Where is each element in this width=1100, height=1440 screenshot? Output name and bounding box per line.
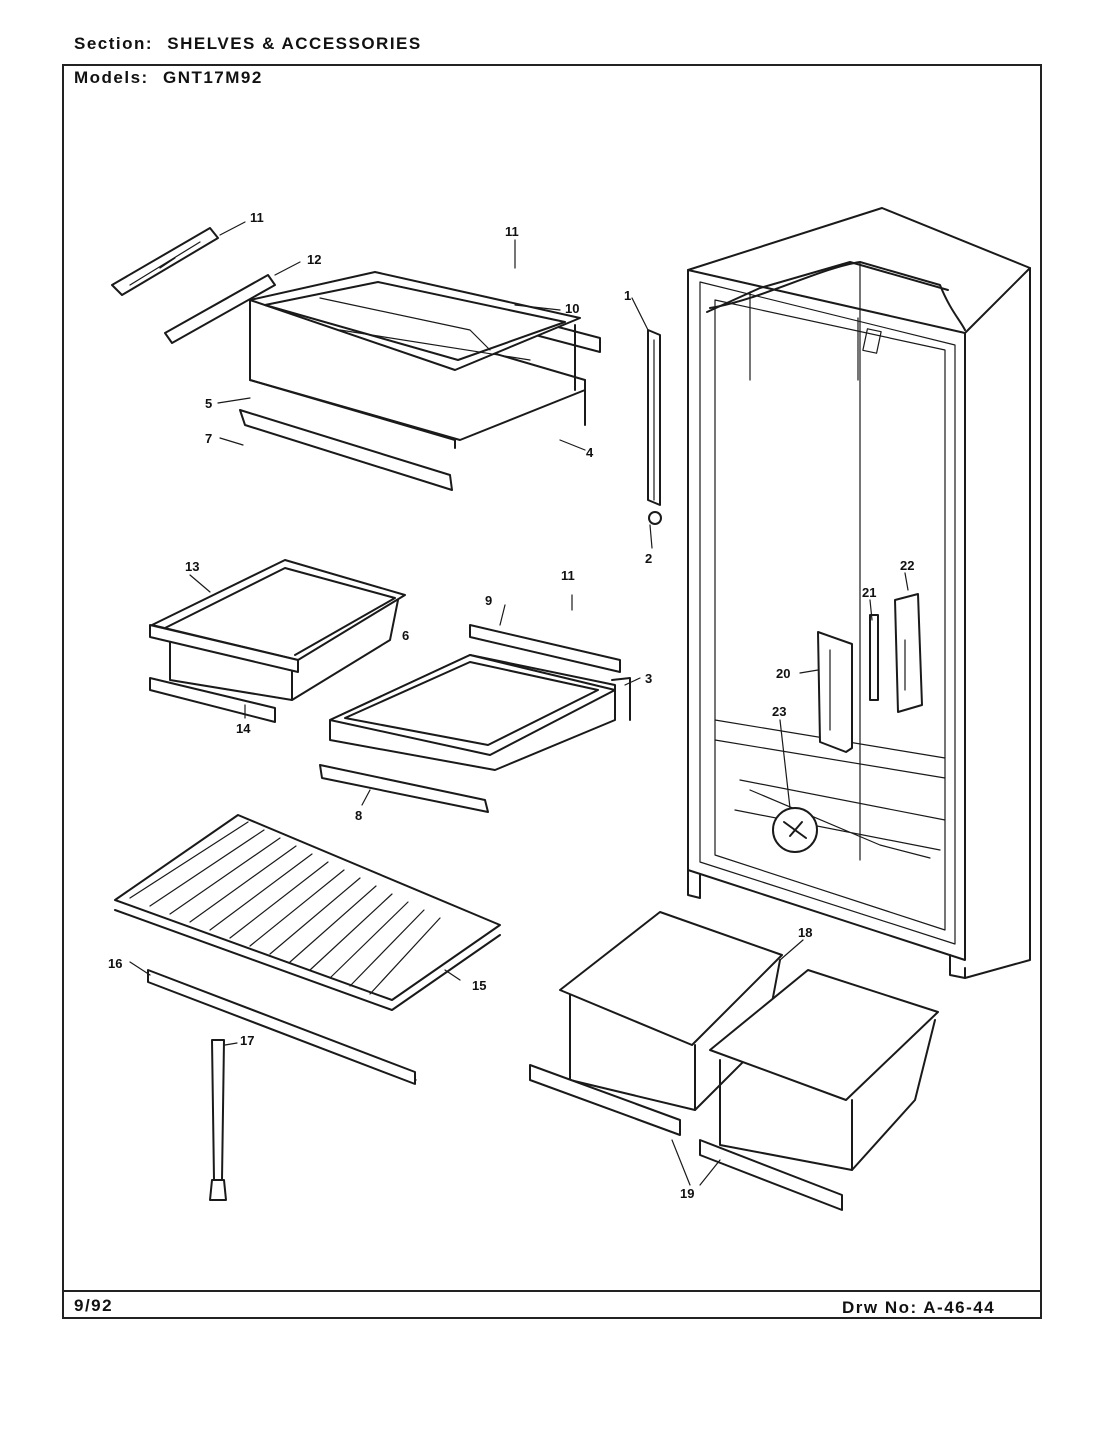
callout-numbers: 11 12 11 10 1 5 7 4 2 13 11 9 6 3 14 8 2… <box>108 210 914 1201</box>
callout-3: 3 <box>645 671 652 686</box>
callout-12: 11 <box>250 210 264 225</box>
vertical-rail-1 <box>647 329 662 525</box>
callout-10: 10 <box>565 301 579 316</box>
section-value: SHELVES & ACCESSORIES <box>167 34 422 53</box>
models-header: Models: GNT17M92 <box>74 68 263 88</box>
callout-24: 23 <box>772 704 786 719</box>
callout-leaders <box>129 221 909 1186</box>
callout-4: 4 <box>586 445 594 460</box>
middle-shelf-assembly <box>319 624 631 813</box>
callout-9: 9 <box>485 593 492 608</box>
callout-11-top: 11 <box>505 224 519 239</box>
callout-1: 1 <box>624 288 631 303</box>
callout-6: 6 <box>402 628 409 643</box>
part-18-rod <box>209 1039 227 1201</box>
drawing-date: 9/92 <box>74 1296 114 1315</box>
callout-2: 2 <box>645 551 652 566</box>
section-label: Section: <box>74 34 154 53</box>
callout-21: 20 <box>776 666 790 681</box>
wire-shelf-16 <box>114 814 501 1085</box>
callout-14: 13 <box>185 559 199 574</box>
drawing-number: Drw No: A-46-44 <box>842 1298 996 1317</box>
callout-17: 16 <box>108 956 122 971</box>
callout-13: 12 <box>307 252 321 267</box>
callout-20: 19 <box>680 1186 694 1201</box>
callout-5: 5 <box>205 396 212 411</box>
callout-23: 22 <box>900 558 914 573</box>
models-value: GNT17M92 <box>162 68 263 87</box>
refrigerator-cabinet <box>687 207 1031 979</box>
top-shelf-assembly <box>239 271 601 491</box>
callout-11-mid: 11 <box>561 568 575 583</box>
callout-18: 17 <box>240 1033 254 1048</box>
callout-19: 18 <box>798 925 812 940</box>
callout-15: 14 <box>236 721 251 736</box>
crisper-14 <box>149 559 406 723</box>
footer-divider <box>62 1290 1042 1292</box>
callout-8: 8 <box>355 808 362 823</box>
shelf-trims-12-13 <box>111 227 276 344</box>
drawing-frame <box>62 64 1042 1319</box>
callout-16: 15 <box>472 978 486 993</box>
callout-7: 7 <box>205 431 212 446</box>
callout-22: 21 <box>862 585 876 600</box>
section-header: Section: SHELVES & ACCESSORIES <box>74 34 422 54</box>
crisper-pans-19 <box>529 911 939 1211</box>
models-label: Models: <box>74 68 149 87</box>
